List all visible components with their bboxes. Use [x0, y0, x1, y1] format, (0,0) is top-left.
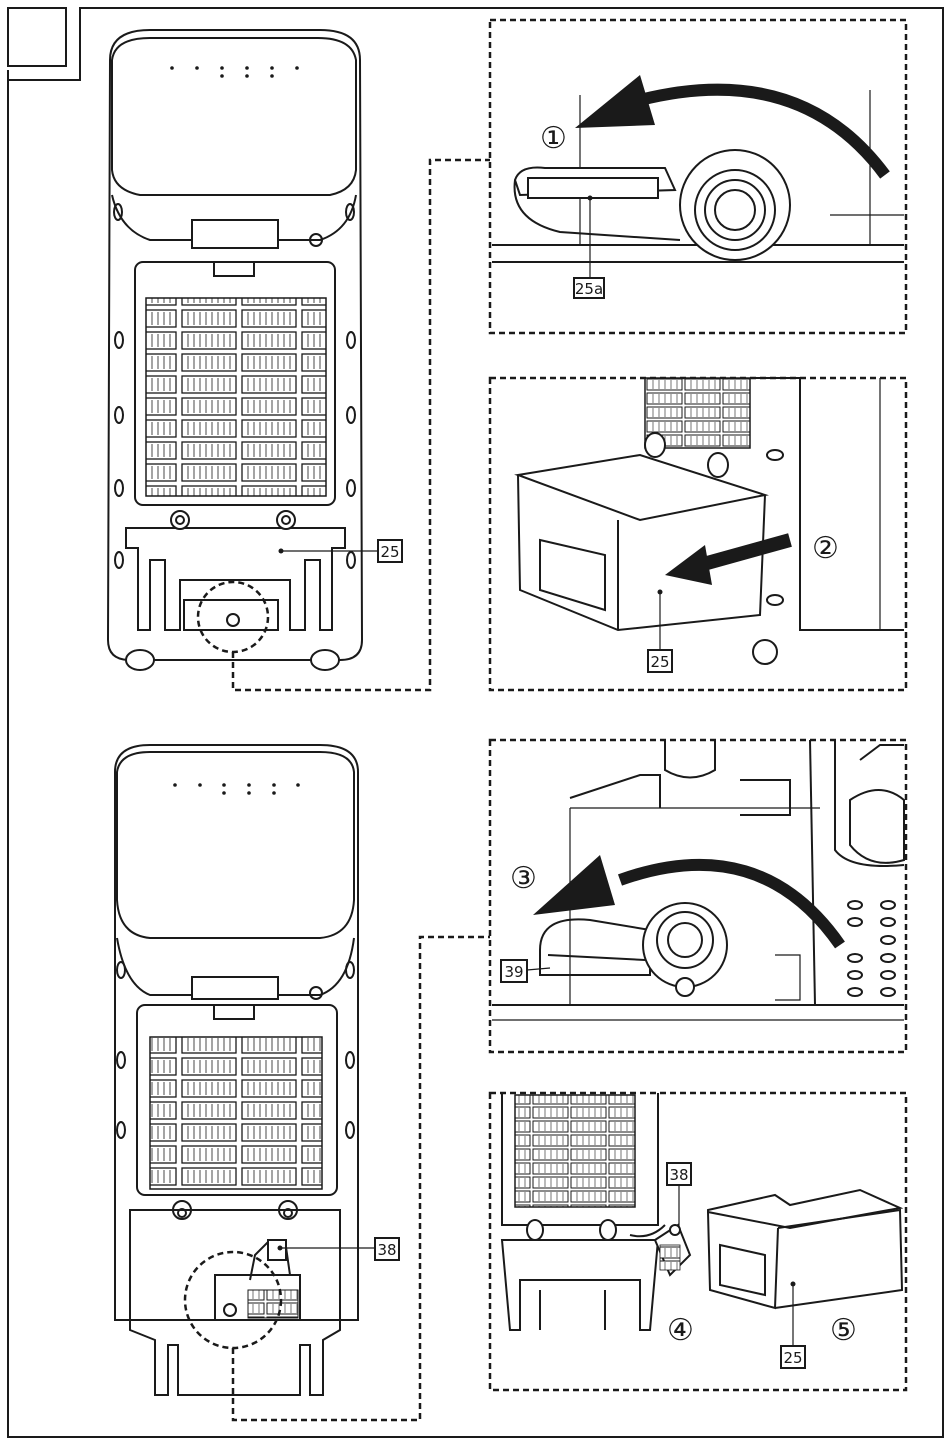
part-25a-label: 25a — [575, 280, 603, 298]
step-1-number: ① — [540, 121, 567, 156]
detail-panel-4-5: ④ ⑤ — [490, 1093, 906, 1390]
part-38-label-panel4: 38 — [669, 1166, 688, 1184]
part-25-label-panel2: 25 — [650, 653, 669, 671]
step-5-number: ⑤ — [830, 1313, 857, 1348]
step-3-number: ③ — [510, 861, 537, 896]
part-25-label: 25 — [380, 543, 399, 561]
part-25-label-panel5: 25 — [783, 1349, 802, 1367]
detail-panel-2: ② — [490, 378, 906, 690]
cooler-unit-bottom — [115, 745, 358, 1395]
part-38-label: 38 — [377, 1241, 396, 1259]
step-2-number: ② — [812, 531, 839, 566]
part-39-label: 39 — [504, 963, 523, 981]
detail-panel-1: ① — [490, 20, 906, 333]
cooler-unit-top — [108, 30, 362, 670]
detail-panel-3: ③ — [490, 740, 906, 1052]
step-4-number: ④ — [667, 1313, 694, 1348]
